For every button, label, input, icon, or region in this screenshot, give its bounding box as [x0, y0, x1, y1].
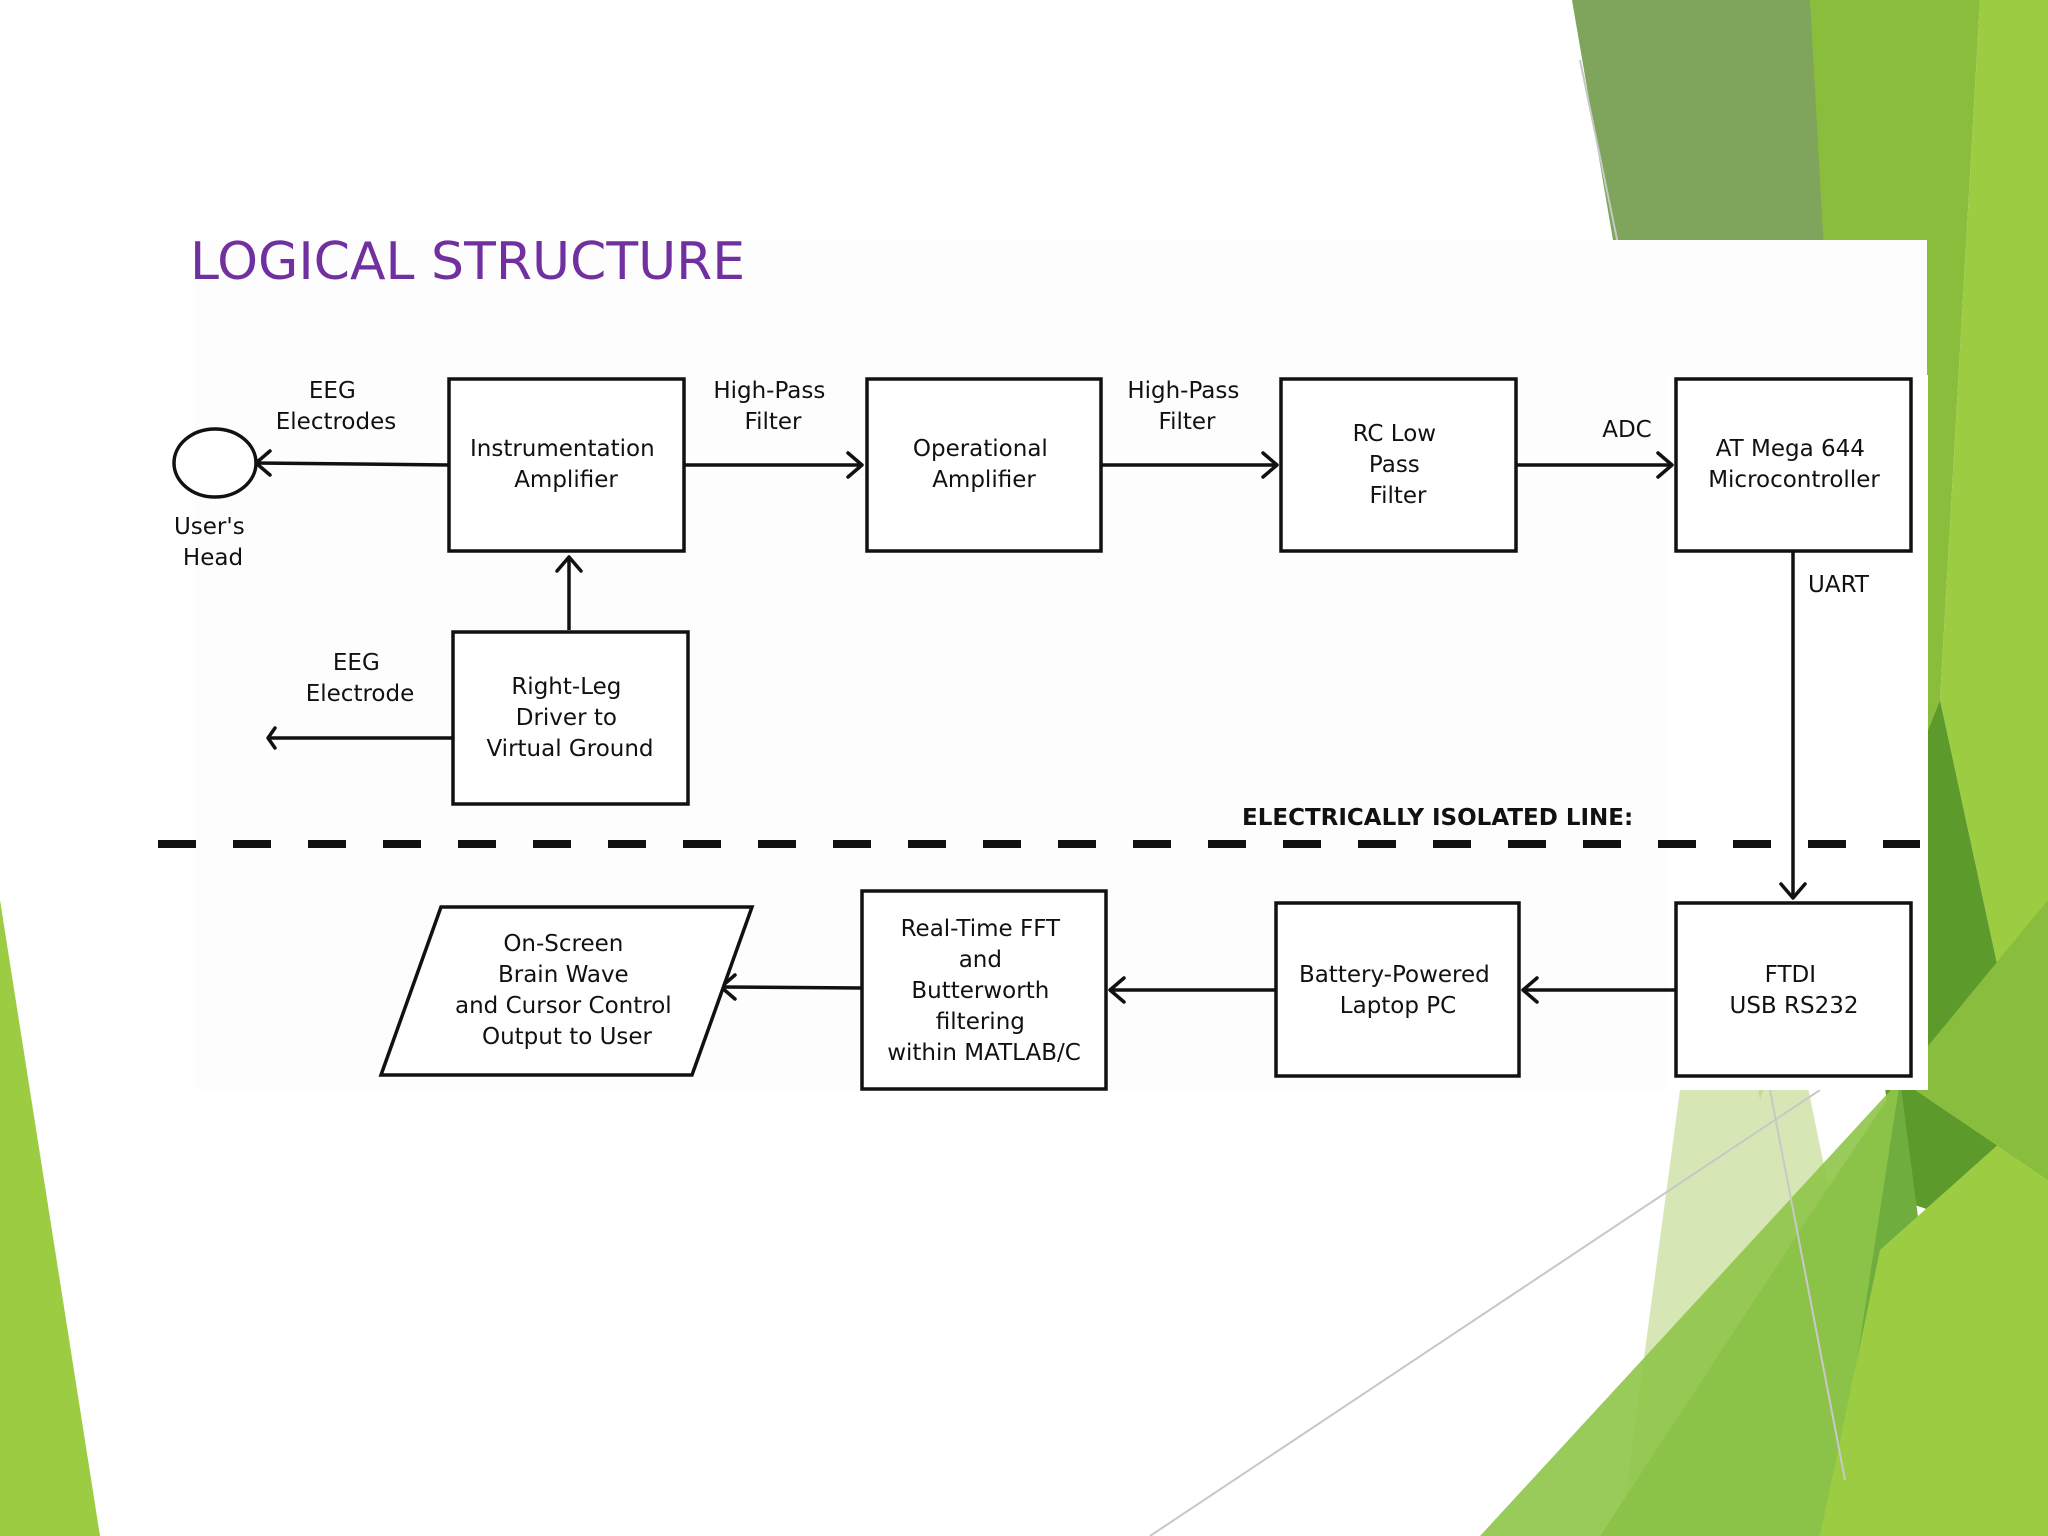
edge-ftdi-to-laptop — [1521, 976, 1676, 1004]
edge-label: High-Pass Filter — [1127, 378, 1246, 435]
node-label: User's Head — [174, 514, 252, 571]
node-fft-filtering: Real-Time FFT and Butterworth filtering … — [860, 889, 1108, 1091]
node-instrumentation-amplifier: Instrumentation Amplifier — [447, 377, 686, 553]
node-label: RC Low Pass Filter — [1353, 421, 1444, 509]
node-label: Operational Amplifier — [913, 436, 1055, 493]
edge-instrumentation-amplifier-to-users-head: EEG Electrodes — [254, 378, 450, 477]
edge-fft-to-output — [719, 973, 863, 1001]
node-output-to-user: On-Screen Brain Wave and Cursor Control … — [378, 905, 755, 1077]
isolation-line-label: ELECTRICALLY ISOLATED LINE: — [1242, 805, 1633, 831]
left-green-facet — [0, 900, 100, 1536]
node-label: FTDI USB RS232 — [1729, 962, 1858, 1019]
node-label: AT Mega 644 Microcontroller — [1708, 436, 1880, 493]
edge-laptop-to-fft — [1108, 976, 1276, 1004]
edge-label: High-Pass Filter — [713, 378, 832, 435]
edge-right-leg-driver-to-instrumentation-amplifier — [555, 555, 583, 630]
slide-title: LOGICAL STRUCTURE — [190, 232, 746, 292]
edge-rc-low-pass-filter-to-atmega: ADC — [1516, 417, 1674, 479]
edge-label: EEG Electrodes — [276, 378, 397, 435]
edge-label: UART — [1808, 572, 1870, 598]
node-atmega-microcontroller: AT Mega 644 Microcontroller — [1674, 377, 1913, 553]
node-label: Real-Time FFT and Butterworth filtering … — [887, 916, 1081, 1066]
edge-label: ADC — [1602, 417, 1652, 443]
edge-label: EEG Electrode — [306, 650, 415, 707]
node-ftdi-usb: FTDI USB RS232 — [1674, 901, 1913, 1078]
node-rc-low-pass-filter: RC Low Pass Filter — [1279, 377, 1518, 553]
node-users-head: User's Head — [172, 427, 258, 571]
node-right-leg-driver: Right-Leg Driver to Virtual Ground — [451, 630, 690, 806]
electrical-isolation-line: ELECTRICALLY ISOLATED LINE: — [158, 805, 1920, 848]
node-label: Instrumentation Amplifier — [470, 436, 662, 493]
edge-atmega-to-ftdi: UART — [1779, 552, 1870, 900]
edge-right-leg-driver-to-eeg-electrode: EEG Electrode — [266, 650, 453, 750]
node-label: Right-Leg Driver to Virtual Ground — [486, 674, 653, 762]
edge-operational-amplifier-to-rc-low-pass-filter: High-Pass Filter — [1101, 378, 1279, 479]
node-label: On-Screen Brain Wave and Cursor Control … — [455, 931, 679, 1050]
bottom-right-green-facets — [1480, 900, 2048, 1536]
node-laptop-pc: Battery-Powered Laptop PC — [1274, 901, 1521, 1078]
edge-instrumentation-amplifier-to-operational-amplifier: High-Pass Filter — [684, 378, 864, 479]
node-operational-amplifier: Operational Amplifier — [865, 377, 1103, 553]
node-label: Battery-Powered Laptop PC — [1299, 962, 1497, 1019]
